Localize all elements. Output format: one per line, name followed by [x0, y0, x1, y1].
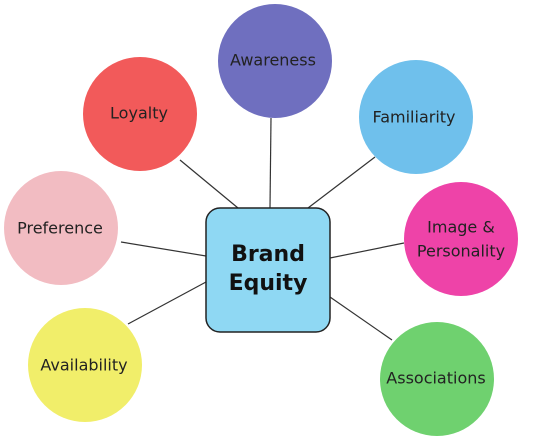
node-availability: Availability — [28, 308, 142, 422]
center-brand-equity: Brand Equity — [205, 207, 331, 333]
center-label-line1: Brand — [231, 242, 305, 267]
connector-preference — [120, 241, 207, 257]
connector-availability — [127, 281, 207, 325]
connector-loyalty — [179, 159, 239, 209]
node-preference-circle — [4, 171, 118, 285]
node-associations-circle — [380, 322, 494, 436]
center-box — [205, 207, 331, 333]
node-image-personality: Image & Personality — [404, 182, 518, 296]
node-familiarity-circle — [359, 60, 473, 174]
connector-image — [329, 242, 405, 259]
node-availability-label: Availability — [40, 356, 127, 375]
connector-familiarity — [307, 156, 376, 209]
node-loyalty: Loyalty — [83, 57, 197, 171]
node-awareness: Awareness — [218, 4, 332, 118]
node-familiarity: Familiarity — [359, 60, 473, 174]
node-loyalty-label: Loyalty — [110, 104, 168, 123]
node-awareness-circle — [218, 4, 332, 118]
node-awareness-label: Awareness — [230, 51, 316, 70]
node-preference: Preference — [4, 171, 118, 285]
node-associations: Associations — [380, 322, 494, 436]
center-label-line2: Equity — [229, 271, 308, 296]
node-image-personality-label-line1: Image & — [427, 218, 495, 237]
connector-associations — [329, 296, 393, 341]
node-preference-label: Preference — [17, 219, 103, 238]
node-familiarity-label: Familiarity — [372, 108, 455, 127]
connectors — [120, 117, 405, 341]
node-image-personality-label-line2: Personality — [417, 242, 505, 261]
connector-awareness — [269, 117, 272, 209]
node-associations-label: Associations — [386, 369, 485, 388]
node-availability-circle — [28, 308, 142, 422]
node-image-personality-circle — [404, 182, 518, 296]
node-loyalty-circle — [83, 57, 197, 171]
